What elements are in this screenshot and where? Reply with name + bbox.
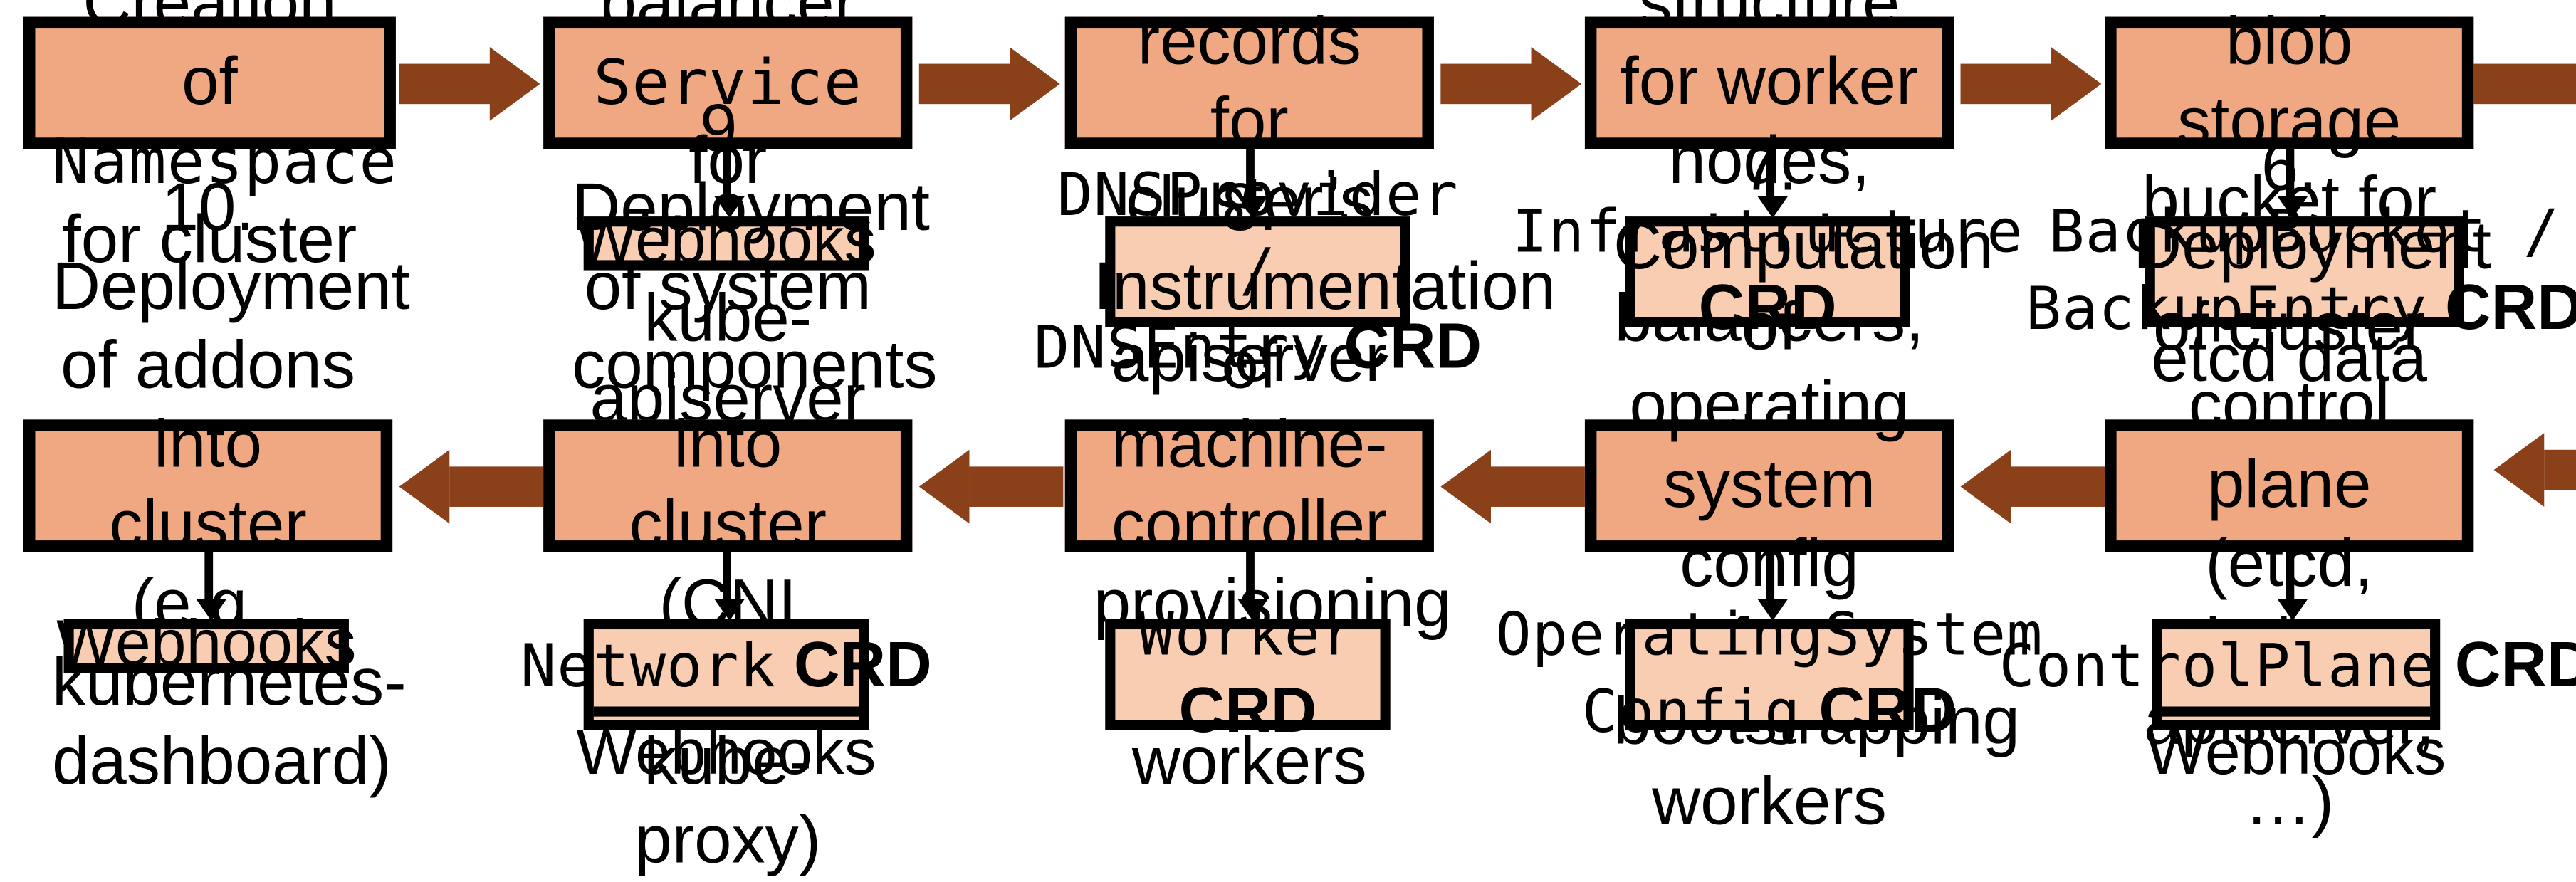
step-box-3[interactable]: 3. Creation of DNS records for cluster’s…: [1064, 0, 1434, 397]
connector-step10-webhooks: [204, 552, 214, 607]
dns-crd-label: DNSProvider / DNSEntry CRD: [1034, 157, 1482, 387]
attachment-controlplane-crd-stack[interactable]: ControlPlane CRD Webhooks: [1999, 619, 2576, 788]
attachment-network-crd-stack[interactable]: Network CRD Webhooks: [520, 619, 932, 788]
connector-step8-workercrd: [1246, 552, 1255, 607]
backup-crd-label: BackupBucket / BackupEntry CRD: [2026, 195, 2576, 348]
attachment-infrastructure-crd[interactable]: Infrastructure CRD: [1512, 199, 2023, 344]
osc-crd-line2: Config: [1581, 678, 1801, 747]
connector-step9-networkcrd: [723, 552, 731, 607]
block-arrow-5-to-6-wrap: [2473, 47, 2576, 550]
connector-step5-backupcrd: [2286, 149, 2295, 204]
attachment-worker-crd[interactable]: Worker CRD: [1105, 602, 1391, 747]
dns-crd-line2: DNSEntry: [1034, 313, 1326, 383]
connector-step2-webhooks-arrowhead: [714, 196, 745, 219]
network-crd-label: Network CRD: [520, 629, 932, 705]
connector-step6-controlplanecrd-arrowhead: [2277, 599, 2308, 621]
infrastructure-crd-label: Infrastructure CRD: [1512, 195, 2023, 348]
connector-step2-webhooks: [723, 149, 731, 204]
block-arrow-1-to-2: [399, 47, 540, 121]
connector-step5-backupcrd-arrowhead: [2277, 196, 2308, 219]
webhooks-label: Webhooks: [576, 206, 876, 278]
step-box-6[interactable]: 6. Deployment of cluster control plane (…: [2105, 131, 2491, 839]
block-arrow-7-to-8: [1440, 449, 1585, 524]
step-1-mono: Namespace: [52, 124, 398, 199]
connector-step7-osccrd: [1766, 552, 1775, 607]
worker-crd-line1: Worker: [1138, 601, 1358, 671]
controlplane-crd-suffix: CRD: [2454, 631, 2576, 702]
backup-crd-line1: BackupBucket /: [2048, 199, 2560, 268]
backup-crd-suffix: CRD: [2444, 273, 2576, 345]
connector-step4-infracrd-arrowhead: [1757, 196, 1788, 219]
block-arrow-8-to-9: [918, 449, 1064, 524]
step-1-text: 1. Creation of Namespace for cluster: [52, 0, 398, 278]
dns-crd-line1: DNSProvider /: [1057, 160, 1459, 306]
dns-crd-suffix: CRD: [1344, 312, 1482, 383]
network-webhooks-row[interactable]: Webhooks: [576, 716, 876, 792]
attachment-osc-crd[interactable]: OperatingSystem Config CRD: [1495, 602, 2042, 747]
connector-step4-infracrd: [1766, 149, 1775, 204]
controlplane-crd-label: ControlPlane CRD: [1999, 629, 2576, 705]
block-arrow-9-to-10: [399, 449, 544, 524]
webhooks-label-6: Webhooks: [2146, 718, 2446, 789]
worker-crd-label: Worker CRD: [1138, 598, 1358, 751]
step-2-mono: Service: [593, 45, 862, 120]
backup-crd-line2: BackupEntry: [2026, 275, 2428, 345]
network-crd-suffix: CRD: [793, 631, 932, 702]
connector-step10-webhooks-arrowhead: [196, 599, 226, 621]
webhooks-label-10: Webhooks: [56, 609, 357, 681]
step-box-8[interactable]: 8. Instrumentation of machine-controller…: [1064, 171, 1556, 799]
step-box-2[interactable]: 2. Creation of load balancer Service for…: [543, 0, 913, 436]
connector-step7-osccrd-arrowhead: [1757, 599, 1788, 621]
block-arrow-4-to-5: [1960, 47, 2102, 121]
connector-step6-controlplanecrd: [2286, 552, 2295, 607]
attachment-webhooks-step10[interactable]: Webhooks: [56, 609, 356, 680]
network-crd-name: Network: [520, 632, 776, 702]
block-arrow-2-to-3: [918, 47, 1060, 121]
controlplane-webhooks-row[interactable]: Webhooks: [2146, 716, 2446, 792]
block-arrow-6-to-7: [1960, 449, 2105, 524]
block-arrow-3-to-4: [1440, 47, 1582, 121]
infrastructure-crd-suffix: CRD: [1698, 273, 1837, 345]
osc-crd-suffix: CRD: [1818, 676, 1957, 747]
worker-crd-suffix: CRD: [1178, 676, 1317, 747]
flowchart-canvas: 1. Creation of Namespace for cluster 2. …: [23, 0, 2576, 878]
connector-step3-dnscrd-arrowhead: [1237, 196, 1268, 219]
step-box-1[interactable]: 1. Creation of Namespace for cluster: [23, 0, 397, 278]
webhooks-label-9: Webhooks: [576, 718, 876, 789]
attachment-dns-crd[interactable]: DNSProvider / DNSEntry CRD: [1034, 160, 1482, 382]
step-box-10[interactable]: 10. Deployment of addons into cluster (e…: [23, 171, 410, 799]
infrastructure-crd-line1: Infrastructure: [1512, 199, 2023, 268]
attachment-webhooks-step2[interactable]: Webhooks: [576, 206, 876, 277]
controlplane-crd-name: ControlPlane: [1999, 632, 2437, 702]
network-crd-row[interactable]: Network CRD: [520, 629, 932, 716]
connector-step9-networkcrd-arrowhead: [714, 599, 745, 621]
connector-step8-workercrd-arrowhead: [1237, 599, 1268, 621]
attachment-backup-crd[interactable]: BackupBucket / BackupEntry CRD: [2026, 199, 2576, 344]
osc-crd-line1: OperatingSystem: [1495, 601, 2043, 671]
connector-step3-dnscrd: [1246, 149, 1255, 204]
step-box-7[interactable]: 7. Computation of operating system confi…: [1584, 131, 2020, 839]
step-box-9[interactable]: 9. Deployment of system components into …: [543, 92, 938, 878]
controlplane-crd-row[interactable]: ControlPlane CRD: [1999, 629, 2576, 716]
osc-crd-label: OperatingSystem Config CRD: [1495, 598, 2043, 751]
step-10-text: 10. Deployment of addons into cluster (e…: [52, 170, 410, 799]
